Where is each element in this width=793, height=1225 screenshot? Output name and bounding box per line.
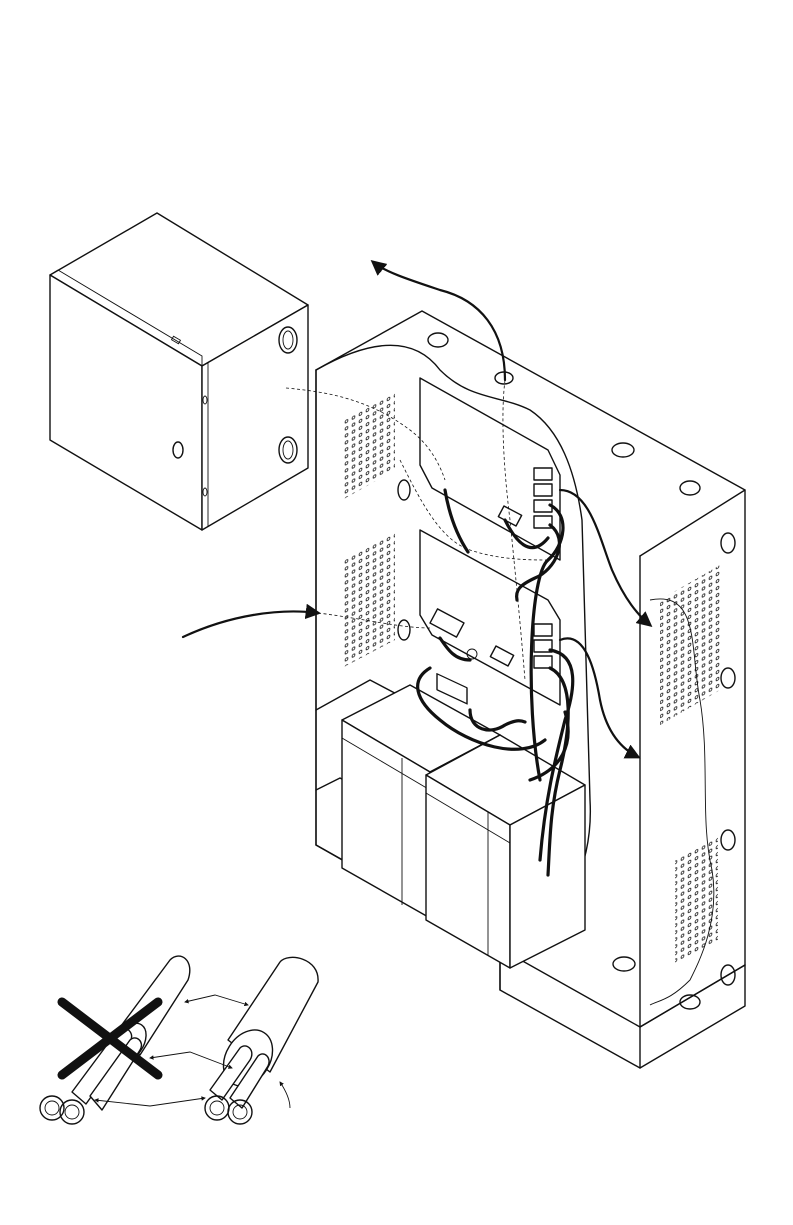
small-enclosure [50, 213, 308, 530]
correct-cable-detail [205, 957, 318, 1124]
